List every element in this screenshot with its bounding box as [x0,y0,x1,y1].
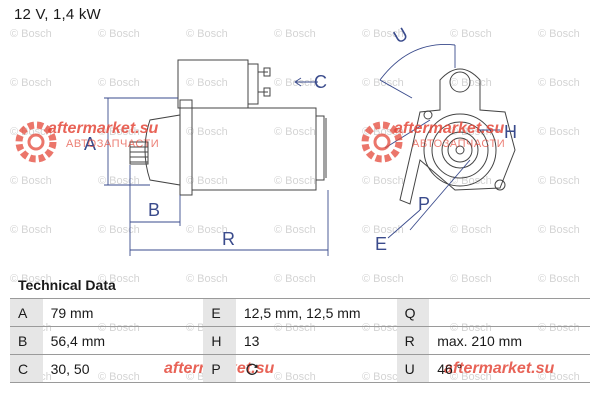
label-u: U [390,24,411,48]
rotation-icon [246,363,258,376]
spec-value: 12,5 mm, 12,5 mm [243,304,361,321]
solenoid-outline [177,59,249,109]
spec-key: A [10,298,43,327]
spec-value: max. 210 mm [437,332,523,349]
spec-key: E [203,298,236,327]
spec-value [236,355,397,383]
spec-value: 56,4 mm [50,332,106,349]
pinion [129,141,149,165]
pinion-front [441,131,479,169]
spec-key: C [10,354,43,383]
spec-key: Q [396,298,430,327]
mount-hole-top [449,71,471,93]
label-b: B [148,200,160,220]
spec-value: 30, 50 [50,360,90,377]
front-face-outer [423,113,497,187]
spec-value [429,299,590,327]
spec-value: 46 ° [437,360,463,377]
solenoid-cap [247,63,259,105]
tech-data-title: Technical Data [18,277,116,293]
drive-housing [144,114,181,186]
label-r: R [222,229,235,249]
spec-value: 13 [243,332,260,349]
label-p: P [418,194,430,214]
table-row: C 30, 50 P U 46 ° [10,354,590,383]
spec-key: B [10,326,43,355]
flange-outline [179,99,193,196]
label-h: H [504,122,517,142]
spec-key: H [203,326,236,355]
table-row: A 79 mm E 12,5 mm, 12,5 mm Q [10,298,590,327]
product-title: 12 V, 1,4 kW [14,6,101,23]
technical-drawing: A B C E H P R U [84,24,517,256]
front-housing [399,68,516,205]
dim-e-line [387,209,421,239]
spec-key: U [396,354,430,383]
spec-key: R [396,326,430,355]
label-e: E [375,234,387,254]
label-a: A [84,134,96,154]
spec-value: 79 mm [50,304,94,321]
label-c: C [314,72,327,92]
dim-u-arc [379,44,456,81]
dim-p-line [409,159,471,231]
mount-hole-bottom [494,179,506,191]
motor-body [191,107,317,191]
spec-key: P [203,354,236,383]
